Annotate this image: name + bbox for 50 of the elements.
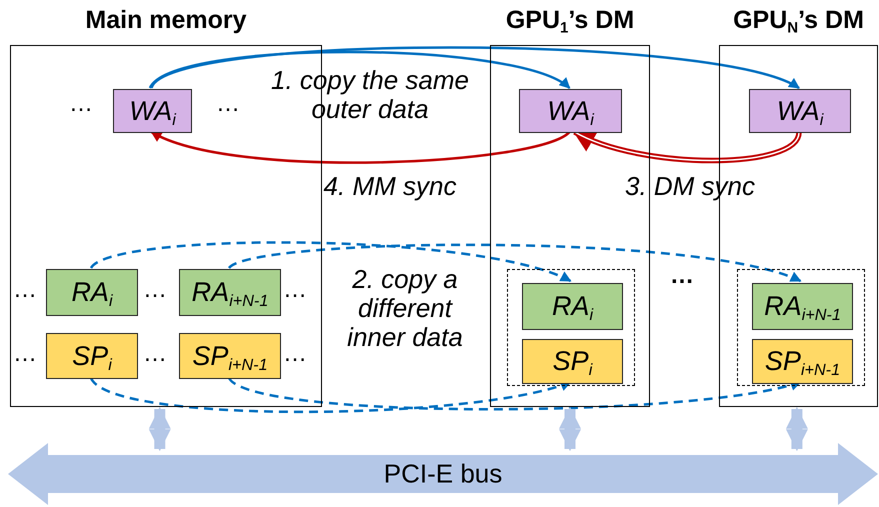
block-label: RA$_{i}$: [552, 291, 594, 322]
ellipsis: …: [669, 262, 695, 290]
arrow: [150, 130, 570, 164]
data-block: [522, 283, 623, 330]
block-label: RA$_{i}$: [71, 277, 113, 308]
data-block: [749, 89, 851, 133]
block-label: SP$_{i+N-1}$: [764, 346, 840, 377]
arrow: [90, 241, 572, 282]
data-block: [179, 269, 281, 316]
block-label: WA$_{i}$: [547, 96, 594, 126]
ellipsis: …: [215, 90, 241, 118]
data-block: [46, 269, 138, 316]
data-block: [522, 339, 623, 384]
data-block: [752, 339, 853, 384]
block-label: RA$_{i+N-1}$: [764, 291, 841, 322]
double-arrow: [786, 406, 808, 452]
dashed-group-box: [507, 269, 635, 386]
step-label: 2. copy a different inner data: [346, 265, 464, 352]
data-block: [519, 89, 622, 133]
step-label: 4. MM sync: [322, 172, 458, 202]
panel-heading: GPU$_{1}$’s DM: [506, 6, 634, 35]
block-label: SP$_{i}$: [552, 346, 592, 377]
ellipsis: …: [282, 276, 308, 304]
double-arrow: [148, 406, 171, 452]
data-block: [46, 333, 138, 379]
data-block: [752, 283, 853, 330]
bus-label: PCI-E bus: [384, 458, 502, 490]
arrow: [228, 376, 802, 410]
data-block: [113, 89, 192, 133]
ellipsis: …: [12, 276, 38, 304]
dashed-group-box: [737, 269, 865, 386]
block-label: WA$_{i}$: [776, 96, 824, 126]
ellipsis: …: [12, 340, 38, 368]
bus-arrow: [8, 443, 878, 505]
data-block: [179, 333, 281, 379]
block-label: RA$_{i+N-1}$: [192, 277, 268, 308]
ellipsis: …: [142, 276, 168, 304]
arrow: [90, 377, 572, 414]
ellipsis: …: [68, 90, 94, 118]
block-label: SP$_{i+N-1}$: [192, 340, 268, 372]
arrow: [150, 46, 800, 90]
arrow: [149, 50, 570, 90]
panel-heading: Main memory: [85, 6, 247, 35]
double-arrow: [559, 406, 581, 452]
ellipsis: …: [282, 340, 308, 368]
panel-heading: GPU$_{N}$’s DM: [733, 6, 864, 35]
block-label: WA$_{i}$: [129, 96, 176, 126]
arrow: [228, 244, 802, 283]
block-label: SP$_{i}$: [72, 340, 112, 372]
ellipsis: …: [142, 340, 168, 368]
